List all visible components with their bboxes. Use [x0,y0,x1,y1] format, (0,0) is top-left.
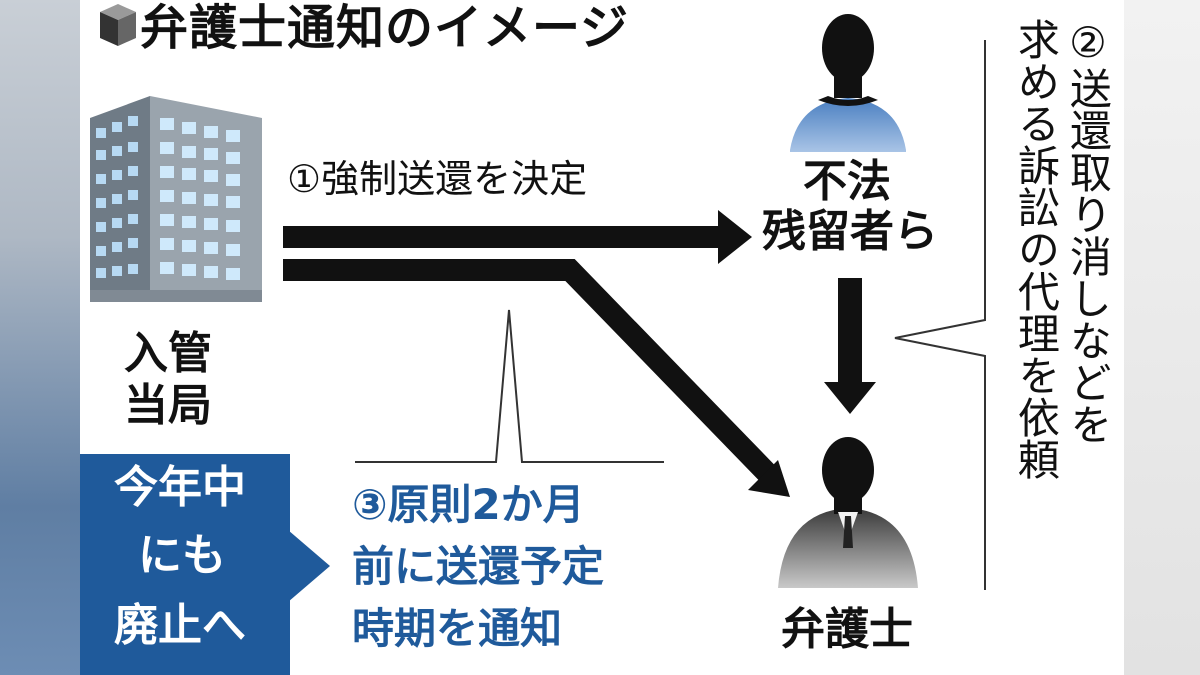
arrow-notify [283,259,790,497]
immigration-label-line2: 当局 [124,380,212,431]
step3-label-line2: 前に送還予定 [352,542,605,591]
abolition-badge: 今年中 にも 廃止へ [80,454,290,675]
step2-label-line2: 求める訴訟の代理を依頼 [1011,18,1061,480]
immigration-label-line1: 入管 [124,328,212,379]
cube-icon [100,4,136,46]
diagram-title: 弁護士通知のイメージ [140,0,630,56]
step3-callout-line [355,309,664,463]
building-icon [90,96,262,302]
step2-label-line1: ②送還取り消しなどを [1063,18,1113,445]
step2-bracket [894,40,986,590]
lawyer-icon [778,437,918,588]
arrow-decision [283,210,752,264]
step3-label-line3: 時期を通知 [352,604,563,653]
person-icon [790,14,906,152]
step1-label: ①強制送還を決定 [287,157,588,201]
step3-label-line1: ③原則2か月 [352,480,585,529]
badge-pointer [288,530,330,602]
badge-line2: にも [138,530,226,581]
right-backdrop [1124,0,1200,675]
lawyer-label: 弁護士 [781,604,913,655]
arrow-request [824,278,876,414]
badge-line3: 廃止へ [114,600,246,651]
foreigners-label-line2: 残留者ら [762,206,938,257]
left-backdrop [0,0,80,675]
foreigners-label-line1: 不法 [803,156,891,207]
badge-line1: 今年中 [114,462,246,513]
